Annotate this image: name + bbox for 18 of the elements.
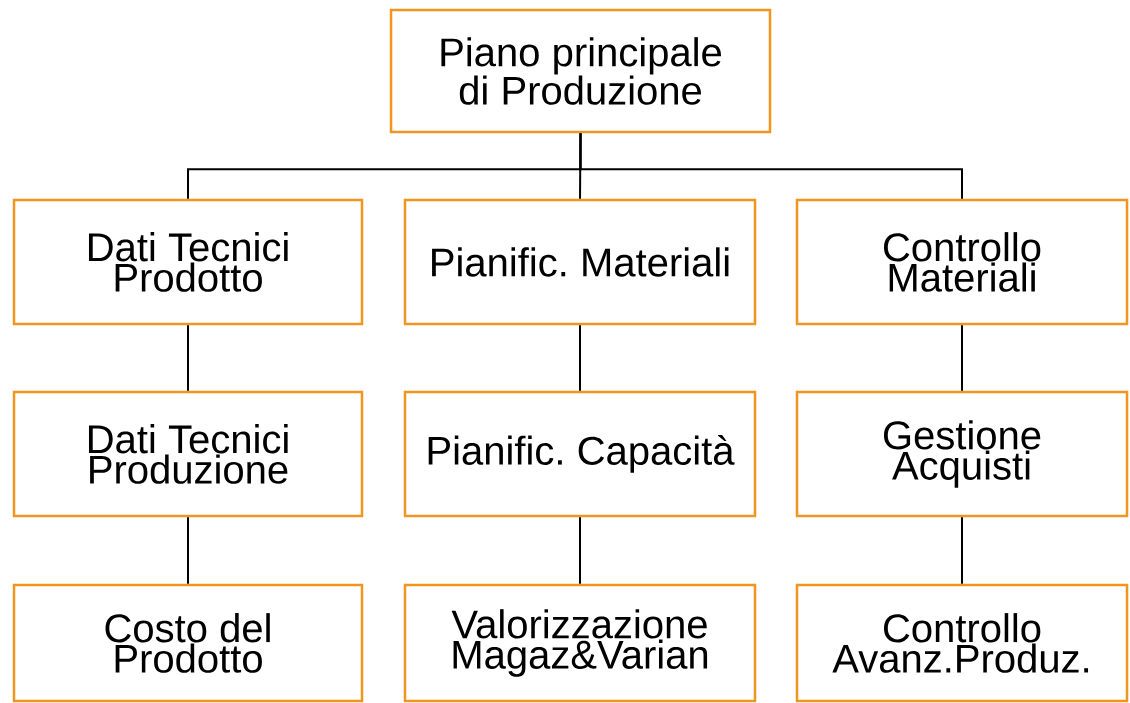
- connector-line: [187, 516, 189, 585]
- process-box: Gestione Acquisti: [795, 390, 1129, 518]
- process-box: Pianific. Materiali: [403, 198, 757, 326]
- process-box: Costo del Prodotto: [12, 583, 364, 703]
- connector-line: [579, 324, 581, 392]
- process-box: Controllo Avanz.Produz.: [795, 583, 1129, 703]
- connector-line: [187, 324, 189, 392]
- connector-line: [579, 132, 963, 200]
- process-box: Piano principale di Produzione: [389, 8, 772, 134]
- process-box: Controllo Materiali: [795, 198, 1129, 326]
- connector-line: [579, 516, 581, 585]
- process-box: Dati Tecnici Prodotto: [12, 198, 364, 326]
- connector-line: [579, 132, 582, 200]
- process-box: Valorizzazione Magaz&Varian: [403, 583, 757, 703]
- connector-line: [961, 516, 963, 585]
- process-box: Dati Tecnici Produzione: [12, 390, 364, 518]
- process-box: Pianific. Capacità: [403, 390, 757, 518]
- connector-line: [961, 324, 963, 392]
